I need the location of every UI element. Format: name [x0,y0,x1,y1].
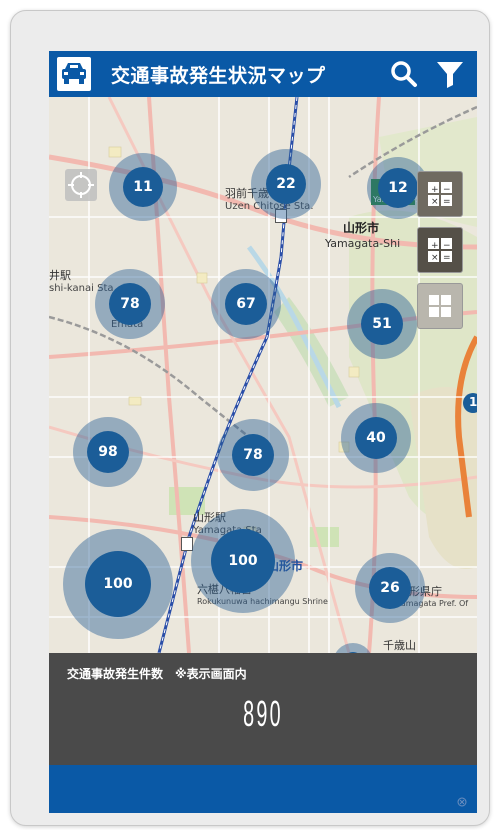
map-label-pref-office: 形県庁 [409,585,442,598]
accident-cluster[interactable]: 98 [73,417,143,487]
map-label-hazen: 羽前千歳 [225,187,269,200]
map-label-yamagata-station-en: Yamagata Sta [193,525,262,536]
cluster-count: 78 [109,283,151,325]
accident-cluster[interactable]: 22 [251,149,321,219]
svg-text:−: − [443,185,451,195]
cluster-count: 67 [225,283,267,325]
map-label-shrine-en: Rokukunuwa hachimangu Shrine [197,597,328,606]
page-title: 交通事故発生状況マップ [111,65,326,87]
map-label-west-station: 井駅 [49,269,71,282]
app-footer [49,765,477,813]
calculator-icon: + − × = [428,238,452,263]
map-view[interactable]: 羽前千歳 Uzen Chitose Sta. 山形市 Yamagata-Shi … [49,97,477,653]
map-label-yamagata-station: 山形駅 [193,511,226,524]
map-label-yamagata-city-en: Yamagata-Shi [325,237,401,250]
search-button[interactable] [381,51,427,97]
cluster-count: 51 [361,303,403,345]
car-icon [57,57,91,91]
svg-text:=: = [443,253,451,263]
filter-button[interactable] [427,51,473,97]
svg-text:×: × [431,197,439,207]
close-icon[interactable] [457,797,467,807]
calculator-button[interactable]: + − × = [417,171,463,217]
cluster-count: 78 [232,434,274,476]
search-icon [391,61,417,87]
app-header: 交通事故発生状況マップ [49,51,477,97]
accident-cluster[interactable] [333,643,373,653]
cluster-count: 22 [266,164,306,204]
filter-icon [437,62,463,88]
svg-text:−: − [443,241,451,251]
accident-cluster[interactable]: 78 [95,269,165,339]
map-label-west-station-en: shi-kanai Sta [49,283,114,294]
svg-text:+: + [431,241,439,251]
accident-cluster[interactable]: 26 [355,553,425,623]
map-label-yamagata-city: 山形市 [343,221,380,235]
svg-text:+: + [431,185,439,195]
svg-text:=: = [443,197,451,207]
grid-icon [429,295,451,317]
cluster-core [342,652,364,653]
accident-cluster[interactable]: 40 [341,403,411,473]
map-label-city-center: 山形市 [267,559,304,573]
target-icon [68,172,94,198]
calculator-icon: + − × = [428,182,452,207]
phone-frame: 交通事故発生状況マップ [10,10,490,826]
accident-count-label: 交通事故発生件数 ※表示画面内 [67,667,247,681]
grid-button[interactable] [417,283,463,329]
accident-cluster[interactable]: 100 [191,509,295,613]
station-marker [275,209,287,223]
accident-cluster[interactable]: 78 [217,419,289,491]
cluster-count: 26 [369,567,411,609]
svg-text:×: × [431,253,439,263]
cluster-count: 40 [355,417,397,459]
cluster-count: 98 [87,431,129,473]
accident-cluster[interactable]: 11 [109,153,177,221]
map-label-hazen-en: Uzen Chitose Sta. [225,201,314,212]
accident-count-value: 890 [243,693,283,734]
cluster-count: 12 [378,168,418,208]
locate-button[interactable] [65,169,97,201]
accident-cluster[interactable]: 100 [63,529,173,639]
cluster-count: 100 [85,551,151,617]
accident-cluster[interactable]: 51 [347,289,417,359]
accident-cluster[interactable]: 67 [211,269,281,339]
station-marker [181,537,193,551]
cluster-count: 100 [211,529,275,593]
map-label-senzan: 千歳山 [383,639,416,652]
calculator-alt-button[interactable]: + − × = [417,227,463,273]
edge-cluster-badge[interactable]: 1 [463,393,477,413]
app-screen: 交通事故発生状況マップ [49,51,477,813]
accident-count-panel: 交通事故発生件数 ※表示画面内 890 [49,653,477,765]
cluster-count: 11 [123,167,163,207]
map-label-pref-office-en: Yamagata Pref. Of [397,599,469,608]
